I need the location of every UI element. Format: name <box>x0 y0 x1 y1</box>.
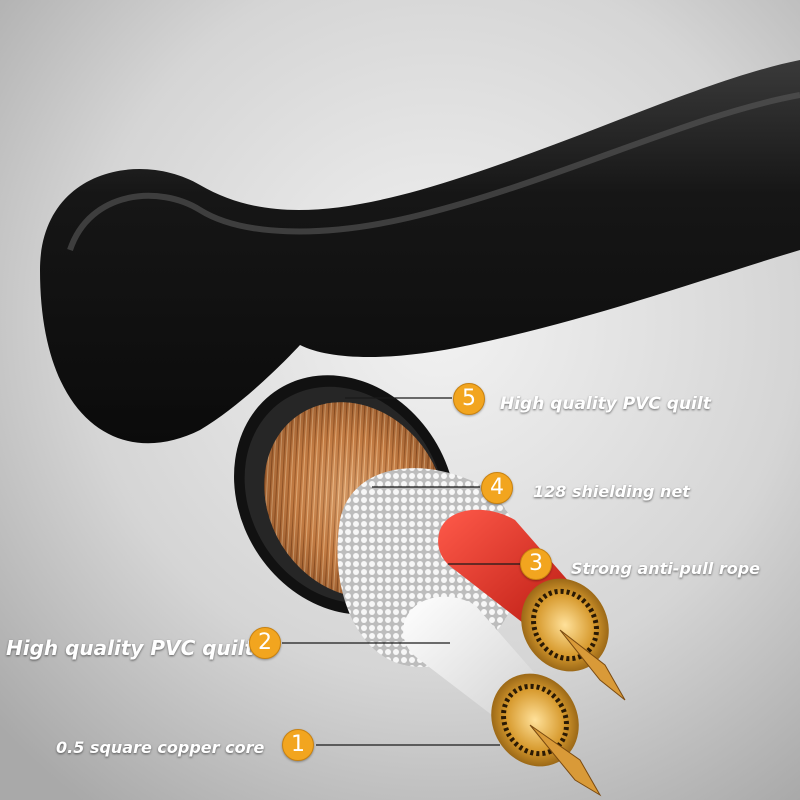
callout-number-1: 1 <box>282 729 314 761</box>
copper-core-upper <box>521 578 609 672</box>
callout-label-3: Strong anti-pull rope <box>571 559 760 578</box>
callout-number-4: 4 <box>481 472 513 504</box>
callout-label-4: 128 shielding net <box>533 482 690 501</box>
core-lower-strands <box>529 724 602 797</box>
callout-number-5: 5 <box>453 383 485 415</box>
callout-number-3: 3 <box>520 548 552 580</box>
callout-label-5: High quality PVC quilt <box>500 394 711 414</box>
core-lower-ring <box>501 683 569 757</box>
callout-number-2: 2 <box>249 627 281 659</box>
copper-core-lower <box>491 673 579 767</box>
core-upper-strands <box>559 629 626 701</box>
callout-label-1: 0.5 square copper core <box>56 738 265 757</box>
jacket-highlight <box>67 92 800 251</box>
callout-label-2: High quality PVC quilt <box>6 636 255 660</box>
core-upper-ring <box>531 588 599 662</box>
